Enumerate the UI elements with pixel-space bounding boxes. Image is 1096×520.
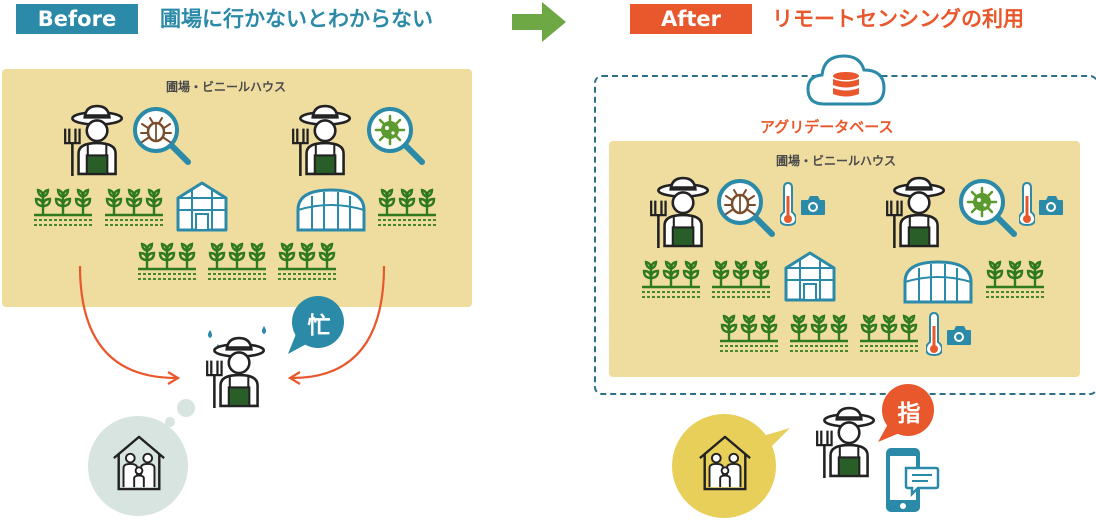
speech-tail xyxy=(756,428,790,450)
crop-row-icon xyxy=(720,312,778,356)
before-tag: Before xyxy=(16,4,138,34)
farmer-icon xyxy=(206,336,268,408)
thermometer-icon xyxy=(1019,182,1035,226)
camera-icon xyxy=(800,194,826,216)
crop-row-icon xyxy=(986,258,1044,302)
transition-arrow-icon xyxy=(512,2,566,42)
busy-label: 忙 xyxy=(307,313,331,339)
family-home-icon xyxy=(110,428,168,496)
before-panel-title: 圃場・ビニールハウス xyxy=(166,80,287,94)
after-panel-title: 圃場・ビニールハウス xyxy=(776,154,897,168)
family-home-circle xyxy=(672,414,776,518)
before-heading: 圃場に行かないとわからない xyxy=(160,7,433,31)
speech-bubble-icon xyxy=(878,384,934,442)
farmer-icon xyxy=(816,406,878,478)
pest-magnifier-icon xyxy=(716,178,776,238)
speech-bubble-icon xyxy=(288,296,344,354)
after-heading: リモートセンシングの利用 xyxy=(772,7,1024,31)
thermometer-icon xyxy=(926,312,942,356)
greenhouse-icon xyxy=(782,250,838,302)
greenhouse-icon xyxy=(902,260,974,304)
crop-row-icon xyxy=(860,312,918,356)
family-home-icon xyxy=(696,428,754,496)
crop-row-icon xyxy=(790,312,848,356)
farmer-icon xyxy=(650,176,712,248)
crop-row-icon xyxy=(642,258,700,302)
smartphone-chat-icon xyxy=(886,448,940,512)
camera-icon xyxy=(946,324,972,346)
crop-row-icon xyxy=(712,258,770,302)
thought-bubbles xyxy=(165,399,195,427)
cloud-database-icon xyxy=(806,54,886,106)
family-home-circle xyxy=(88,416,188,516)
database-label: アグリデータベース xyxy=(760,118,894,136)
instruct-label: 指 xyxy=(897,401,921,427)
farmer-icon xyxy=(886,176,948,248)
thermometer-icon xyxy=(780,182,796,226)
after-tag: After xyxy=(630,4,752,34)
virus-magnifier-icon xyxy=(958,178,1018,238)
camera-icon xyxy=(1038,194,1064,216)
